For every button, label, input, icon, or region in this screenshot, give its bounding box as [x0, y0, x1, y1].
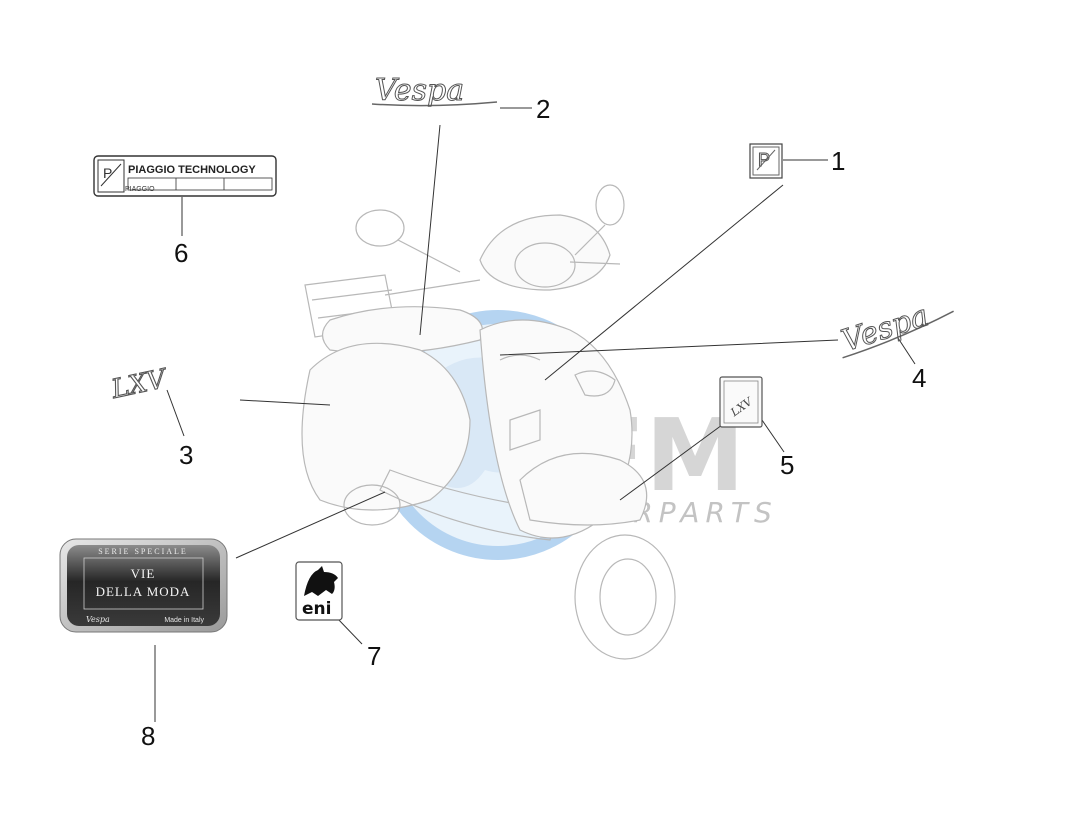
leader-7	[336, 617, 363, 645]
decal-vespa-script-top: Vespa	[371, 73, 498, 109]
eni-text: eni	[302, 599, 331, 619]
lxv-text: LXV	[108, 364, 171, 405]
callout-4: 4	[912, 363, 926, 393]
callout-1: 1	[831, 146, 845, 176]
leader-1	[544, 159, 828, 381]
badge-line2: DELLA MODA	[96, 584, 191, 599]
callout-2: 2	[536, 94, 550, 124]
decal-serie-speciale: SERIE SPECIALE VIE DELLA MODA Vespa Made…	[59, 538, 228, 633]
leader-5	[619, 419, 785, 501]
callout-6: 6	[174, 238, 188, 268]
decal-vespa-script-right: Vespa	[837, 298, 954, 360]
pt-title: PIAGGIO TECHNOLOGY	[128, 164, 256, 176]
callout-3: 3	[179, 440, 193, 470]
callout-numbers: 1 2 3 4 5 6 7 8	[141, 94, 926, 751]
callout-8: 8	[141, 721, 155, 751]
leader-8	[154, 491, 386, 722]
decal-eni: eni	[295, 561, 343, 621]
scooter-outline	[301, 184, 676, 660]
piaggio-p-letter: P	[758, 150, 770, 170]
decal-lxv: LXV	[107, 363, 171, 405]
callout-7: 7	[367, 641, 381, 671]
badge-brand: Vespa	[86, 615, 110, 624]
badge-made-in: Made in Italy	[164, 617, 204, 624]
decal-piaggio-technology: P PIAGGIO PIAGGIO TECHNOLOGY	[93, 155, 277, 197]
leader-4	[499, 337, 916, 365]
pt-logo-caption: PIAGGIO	[125, 186, 155, 193]
badge-line1: VIE	[131, 566, 156, 581]
decal-lxv-badge: LXV	[719, 376, 763, 428]
leader-lines	[154, 107, 916, 722]
eni-dog-icon	[304, 566, 338, 596]
decal-piaggio-logo: P	[749, 143, 783, 179]
callout-5: 5	[780, 450, 794, 480]
badge-header: SERIE SPECIALE	[98, 547, 188, 556]
leader-3	[166, 389, 331, 437]
pt-logo-p: P	[103, 165, 112, 181]
vespa-script-top-text: Vespa	[375, 73, 464, 108]
leader-2	[419, 107, 532, 336]
vespa-script-right-text: Vespa	[837, 298, 933, 359]
